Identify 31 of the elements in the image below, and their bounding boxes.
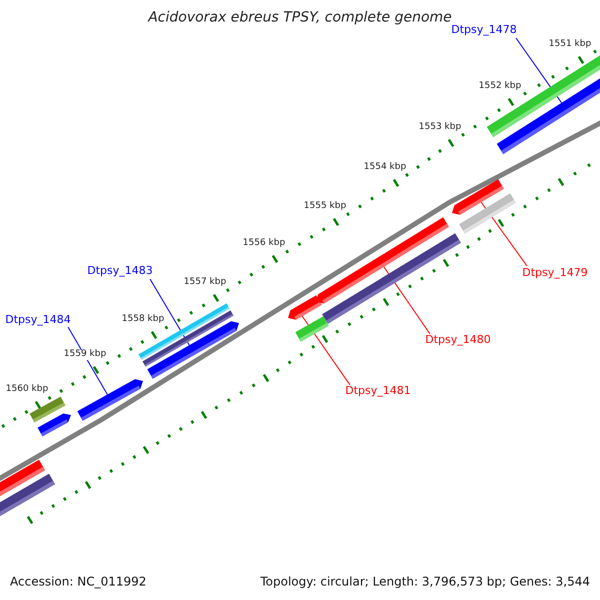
gene-block (295, 316, 329, 342)
gene-feature (77, 379, 143, 421)
leader-line (302, 316, 350, 386)
scale-label: 1558 kbp (122, 315, 164, 325)
scale-label: 1553 kbp (418, 123, 462, 133)
gene-block (30, 396, 66, 422)
leader-line (383, 266, 430, 334)
gene-label: Dtpsy_1479 (522, 266, 588, 280)
gene-label: Dtpsy_1483 (87, 264, 153, 278)
leader-line (150, 278, 190, 346)
scale-label: 1554 kbp (364, 163, 406, 173)
gene-feature (452, 179, 504, 215)
leader-line (480, 202, 528, 266)
scale-label: 1557 kbp (184, 278, 226, 288)
gene-label: Dtpsy_1478 (451, 24, 517, 36)
gene-label: Dtpsy_1484 (5, 314, 71, 326)
title: Acidovorax ebreus TPSY, complete genome (148, 10, 452, 26)
footer-text: Topology: circular; Length: 3,796,573 bp; Genes: 3,544 (260, 575, 590, 589)
scale-label: 1555 kbp (304, 202, 346, 212)
gene-feature (147, 321, 239, 379)
leader-line (516, 38, 562, 104)
footer-text: Accession: NC_011992 (10, 575, 146, 589)
scale-label: 1551 kbp (548, 40, 592, 50)
scale-label: 1559 kbp (64, 350, 106, 360)
gene-feature (288, 295, 322, 320)
gene-label: Dtpsy_1481 (345, 384, 411, 398)
gene-label: Dtpsy_1480 (425, 334, 491, 346)
scale-label: 1556 kbp (242, 239, 286, 249)
gene-feature (316, 217, 449, 304)
scale-label: 1560 kbp (6, 385, 48, 395)
scale-label: 1552 kbp (478, 82, 522, 92)
